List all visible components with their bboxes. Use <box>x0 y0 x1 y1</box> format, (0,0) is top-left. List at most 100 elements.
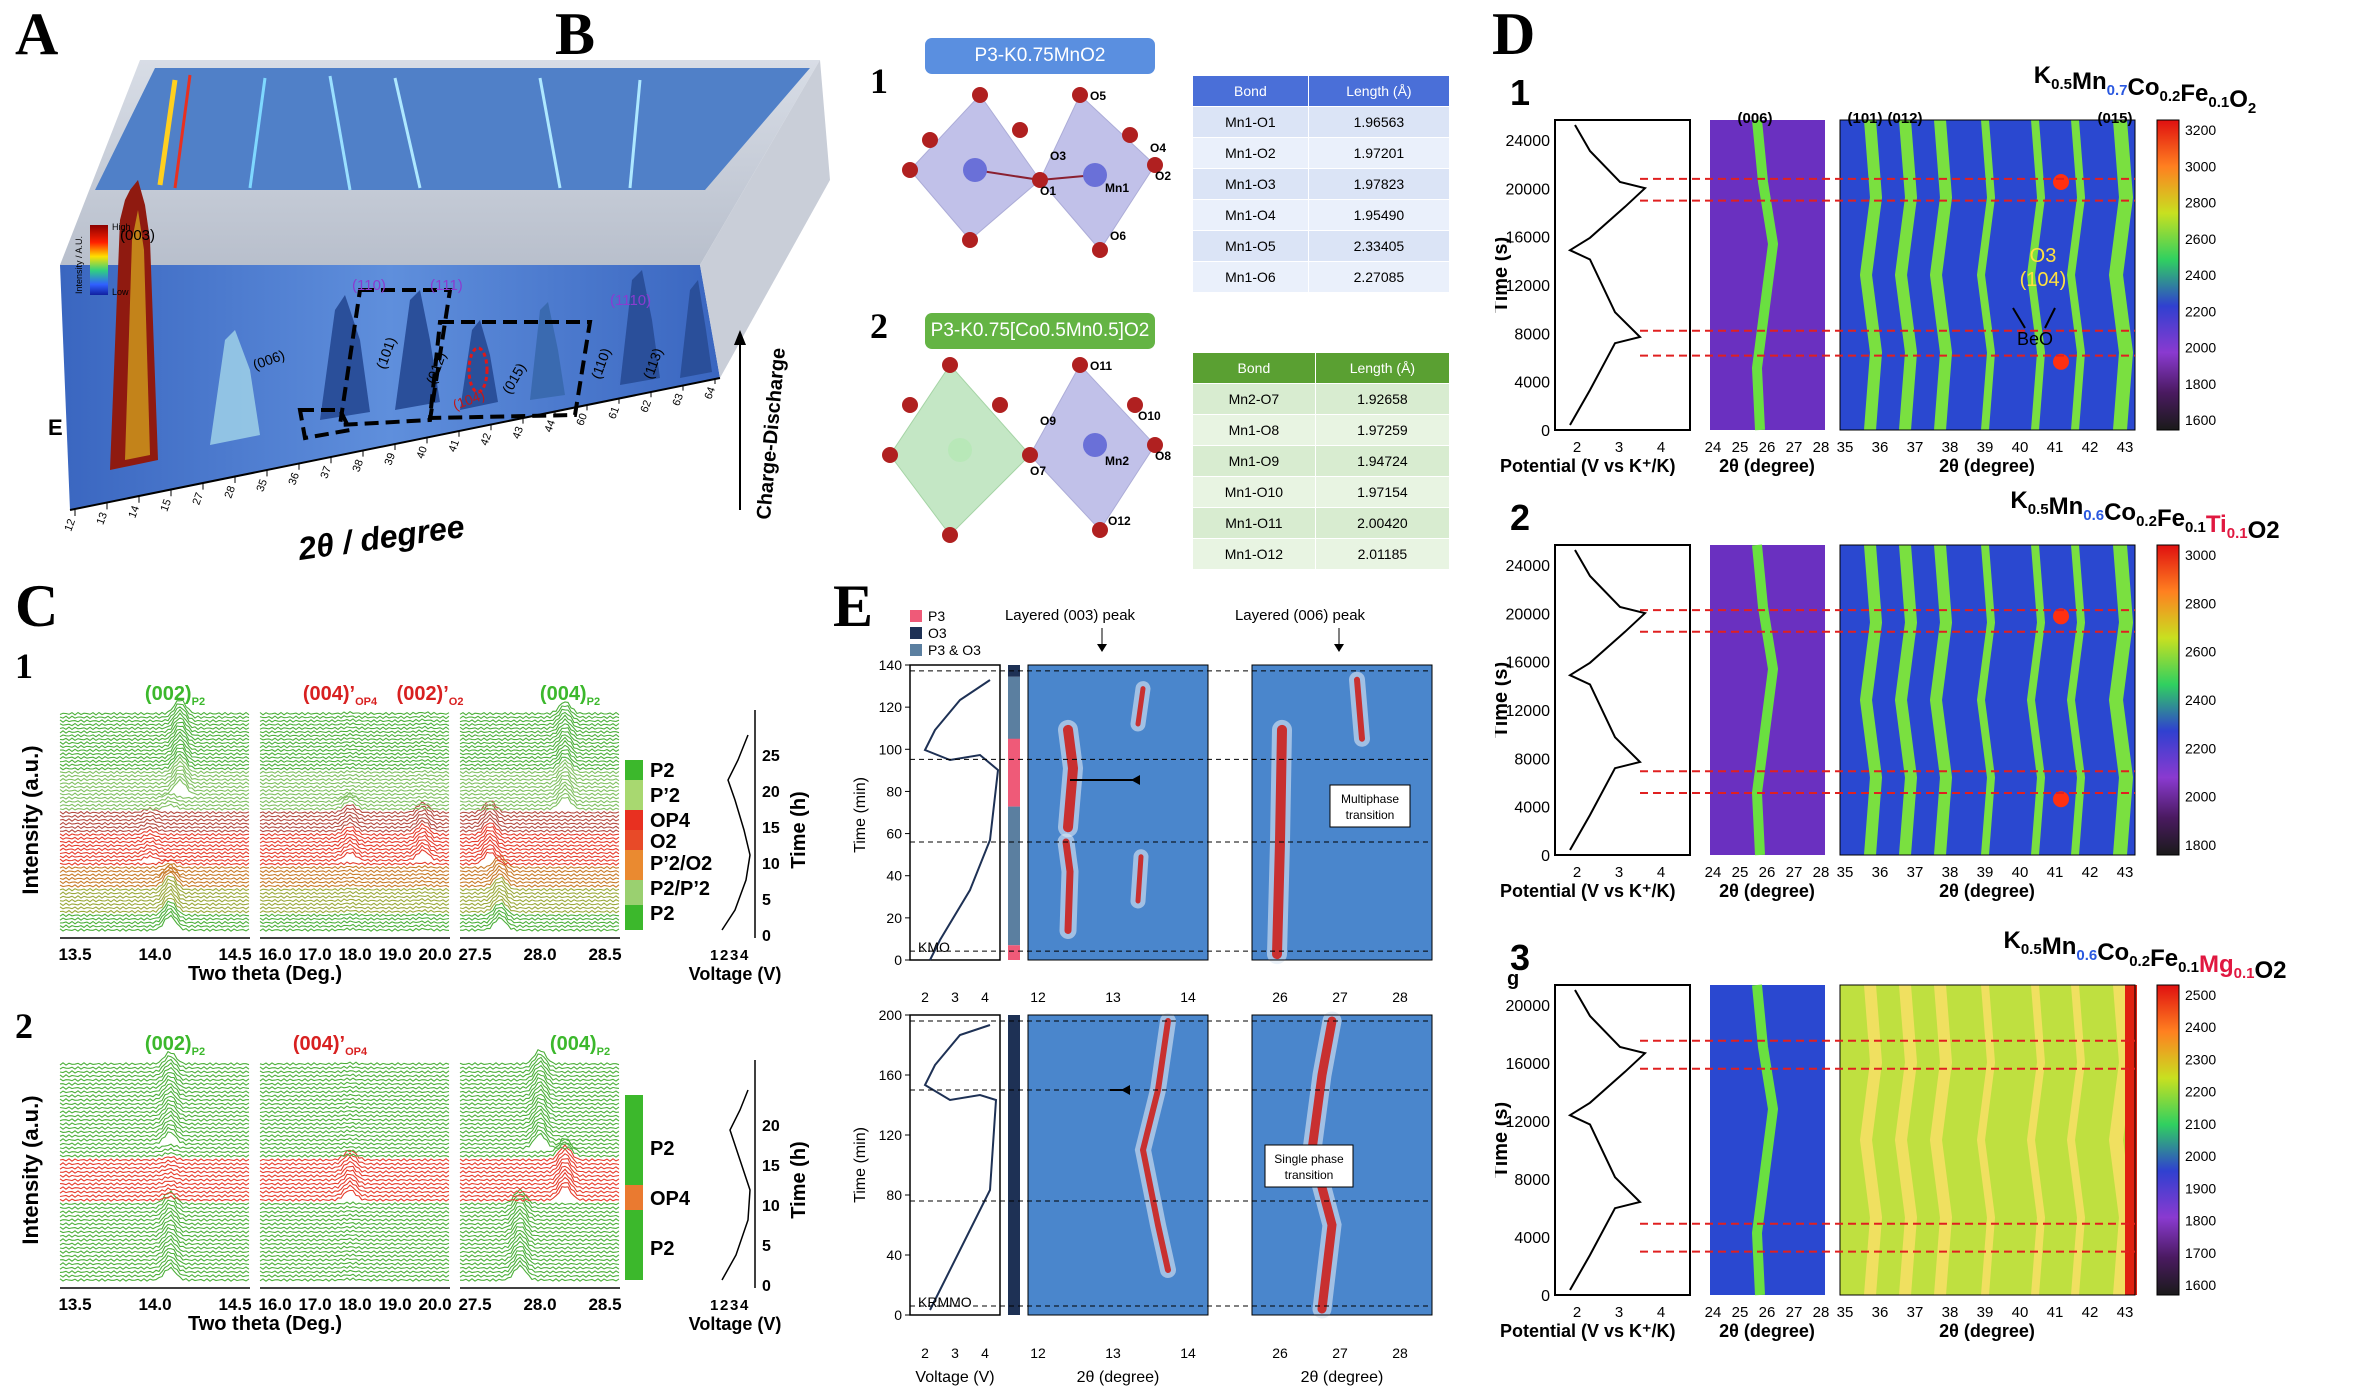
tick-label: 13 <box>95 511 110 527</box>
x-tick: 41 <box>2047 439 2064 456</box>
xrd-trace <box>59 1214 250 1230</box>
y-tick: 16000 <box>1506 655 1551 672</box>
x-tick-label: 16.0 <box>258 1295 291 1314</box>
x-tick: 28 <box>1813 1304 1830 1321</box>
x-tick: 41 <box>2047 864 2064 881</box>
tick-label: 36 <box>287 471 302 487</box>
xrd-trace <box>259 822 450 837</box>
panel-c-sub1: 1 <box>15 646 33 686</box>
xrd-trace <box>259 844 450 859</box>
structure-1: O5 O3 O4 O2 O1 Mn1 O6 <box>902 87 1171 258</box>
x-tick-label: 20.0 <box>418 945 451 964</box>
xrd-trace <box>59 814 250 822</box>
x-tick-label: 14.5 <box>218 1295 251 1314</box>
xrd-trace <box>59 800 250 808</box>
voltage-frame <box>909 664 1001 961</box>
xrd-trace <box>459 1141 620 1158</box>
xrd-trace <box>459 800 620 815</box>
time-tick: 0 <box>762 1278 771 1295</box>
voltage-tick: 3 <box>730 1297 738 1314</box>
x-tick-label: 14.0 <box>138 1295 171 1314</box>
xrd-trace <box>259 1097 450 1102</box>
xrd-trace <box>259 1169 450 1182</box>
legend-label: O3 <box>928 625 947 641</box>
y-tick: 100 <box>879 741 903 757</box>
x-tick: 3 <box>1615 439 1623 456</box>
y-tick: 4000 <box>1514 800 1550 817</box>
xrd-trace <box>59 878 250 896</box>
x-axis-label: Two theta (Deg.) <box>188 963 342 985</box>
phase-label: P2/P’2 <box>650 878 710 900</box>
y-axis-label: Time (s) <box>1495 237 1512 313</box>
xrd-trace <box>459 1226 620 1242</box>
xrd-trace <box>259 894 450 899</box>
xrd-trace <box>59 832 250 841</box>
y-tick: 0 <box>1541 1288 1550 1305</box>
xrd-trace <box>459 1048 620 1066</box>
time-tick: 10 <box>762 856 780 873</box>
xrd-trace <box>459 781 620 797</box>
y-tick: 4000 <box>1514 375 1550 392</box>
xrd-trace <box>259 817 450 830</box>
x-tick: 43 <box>2117 864 2134 881</box>
phase-label: O2 <box>650 831 677 853</box>
xrd-trace <box>59 837 250 844</box>
voltage-axis-label: Voltage (V) <box>689 1314 782 1334</box>
tick-label: 37 <box>319 465 334 481</box>
time-tick: 20 <box>762 784 780 801</box>
xrd-trace <box>259 776 450 782</box>
xrd-trace <box>459 752 620 767</box>
x-tick: 3 <box>951 989 959 1005</box>
xrd-trace <box>259 1117 450 1122</box>
panel-b-title2: P3-K0.75[Co0.5Mn0.5]O2 <box>925 313 1155 349</box>
xrd-trace <box>259 736 450 742</box>
peak-label-111: (111) <box>430 277 463 294</box>
tick-label: 39 <box>383 451 398 467</box>
x-tick: 37 <box>1907 864 1924 881</box>
xrd-trace <box>459 851 620 866</box>
arrow-head <box>1334 644 1344 652</box>
table-cell: 2.27085 <box>1307 261 1451 293</box>
phase-band <box>625 810 643 830</box>
potential-frame <box>1554 119 1691 431</box>
xrd-trace <box>59 1242 250 1258</box>
tick-label: 27 <box>191 491 206 507</box>
xrd-trace <box>459 714 620 731</box>
xrd-trace <box>259 908 450 914</box>
phase-bar <box>1008 738 1020 807</box>
x-axis-label: 2θ (degree) <box>1939 881 2035 901</box>
legend-label: P3 & O3 <box>928 642 981 658</box>
xrd-trace <box>459 778 620 793</box>
reflection-trace <box>1929 544 1953 856</box>
x-tick: 35 <box>1837 1304 1854 1321</box>
time-tick: 25 <box>762 748 780 765</box>
cbar-a-low: Low <box>112 287 129 297</box>
y-tick: 80 <box>886 783 902 799</box>
xrd-trace <box>459 829 620 844</box>
peak-label: (012) <box>1887 110 1922 127</box>
xrd-trace <box>259 916 450 921</box>
xrd-trace <box>59 1083 250 1098</box>
x-tick-label: 27.5 <box>458 945 491 964</box>
table-cell: 1.96563 <box>1307 106 1451 138</box>
xrd-trace <box>59 1066 250 1082</box>
xrd-trace <box>59 1078 250 1094</box>
xrd-trace <box>59 862 250 870</box>
heatmap-frame <box>1251 664 1433 961</box>
xrd-trace <box>259 725 450 731</box>
table-cell: Mn1-O3 <box>1192 168 1309 200</box>
xrd-trace <box>259 791 450 804</box>
xrd-trace <box>259 1221 450 1226</box>
xrd-trace <box>459 1158 620 1174</box>
x-tick: 36 <box>1872 1304 1889 1321</box>
xrd-trace <box>59 1058 250 1074</box>
xrd-trace <box>459 1147 620 1166</box>
tick-label: 15 <box>159 498 174 514</box>
